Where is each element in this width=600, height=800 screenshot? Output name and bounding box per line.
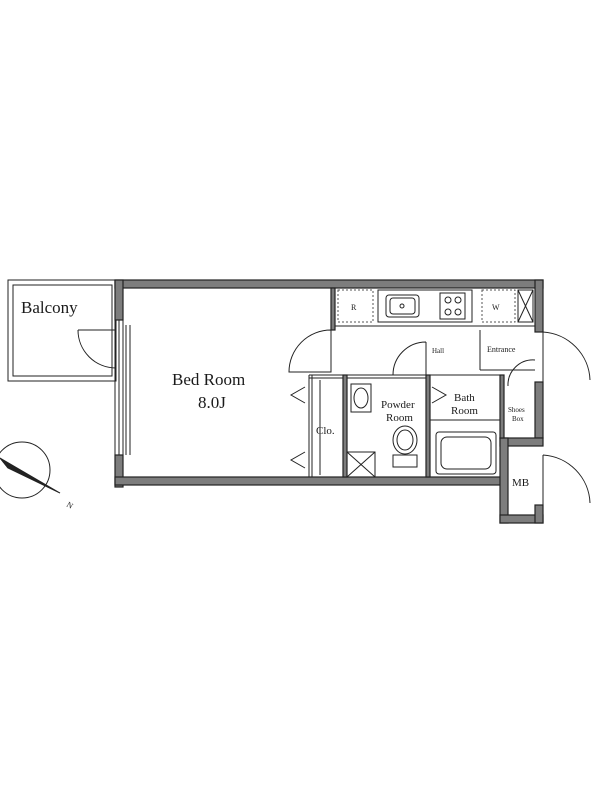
closet-markers [289,380,448,475]
balcony-window [77,319,131,456]
bedroom-size: 8.0J [198,393,226,412]
hall-door [392,341,427,376]
bath-room-label-2: Room [451,405,478,417]
compass-north-label: N [65,500,75,511]
closet-label: Clo. [316,425,335,437]
compass-circle [0,441,51,499]
bath-room-label-1: Bath [454,392,475,404]
powder-room-label-2: Room [386,412,413,424]
balcony-area: Balcony [7,279,117,382]
entrance-door [542,331,591,382]
washer-label: W [492,303,500,312]
hall-label: Hall [432,347,444,355]
entrance-label: Entrance [487,345,516,354]
bedroom-label: Bed Room [172,370,245,389]
bedroom-door [288,329,332,373]
shoe-box-door [507,359,536,387]
refrigerator-label: R [351,303,357,312]
shoes-box-label-2: Box [512,415,524,423]
balcony-label: Balcony [21,298,78,317]
compass-needle-icon [0,457,61,494]
mb-door [542,454,591,505]
compass: N [0,441,75,511]
outer-walls [114,279,544,524]
mb-label: MB [512,477,529,489]
bathtub [435,431,497,475]
powder-room-fixtures [346,383,418,478]
shoes-box-label-1: Shoes [508,406,525,414]
interior-walls [308,287,535,478]
powder-room-label-1: Powder [381,399,415,411]
kitchen: R W [337,289,534,323]
